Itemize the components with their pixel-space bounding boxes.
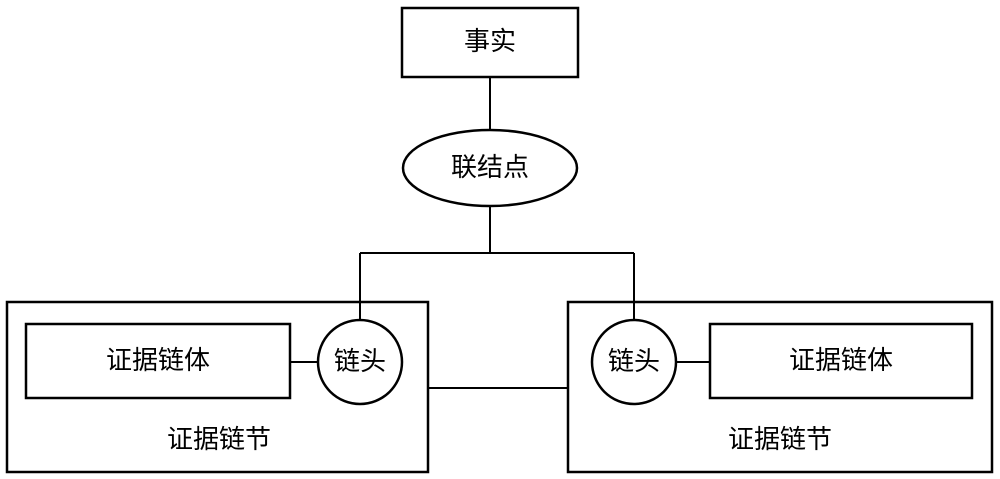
left-chain-head-label: 链头 — [334, 347, 386, 377]
fact-label: 事实 — [464, 27, 516, 57]
right-section-label: 证据链节 — [728, 425, 832, 455]
right-chain-head: 链头 — [590, 318, 678, 406]
left-evidence-chain-section: 证据链体 链头 证据链节 — [5, 300, 430, 474]
right-chain-head-label: 链头 — [608, 347, 660, 377]
left-chain-head: 链头 — [316, 318, 404, 406]
junction-label: 联结点 — [451, 153, 529, 183]
right-evidence-chain-section: 链头 证据链体 证据链节 — [566, 300, 994, 474]
left-section-label: 证据链节 — [167, 425, 271, 455]
right-chain-body: 证据链体 — [708, 322, 974, 400]
junction-node: 联结点 — [401, 128, 579, 208]
left-chain-body-label: 证据链体 — [106, 346, 210, 376]
left-chain-body: 证据链体 — [24, 322, 292, 400]
fact-node: 事实 — [400, 6, 580, 79]
right-chain-body-label: 证据链体 — [789, 346, 893, 376]
